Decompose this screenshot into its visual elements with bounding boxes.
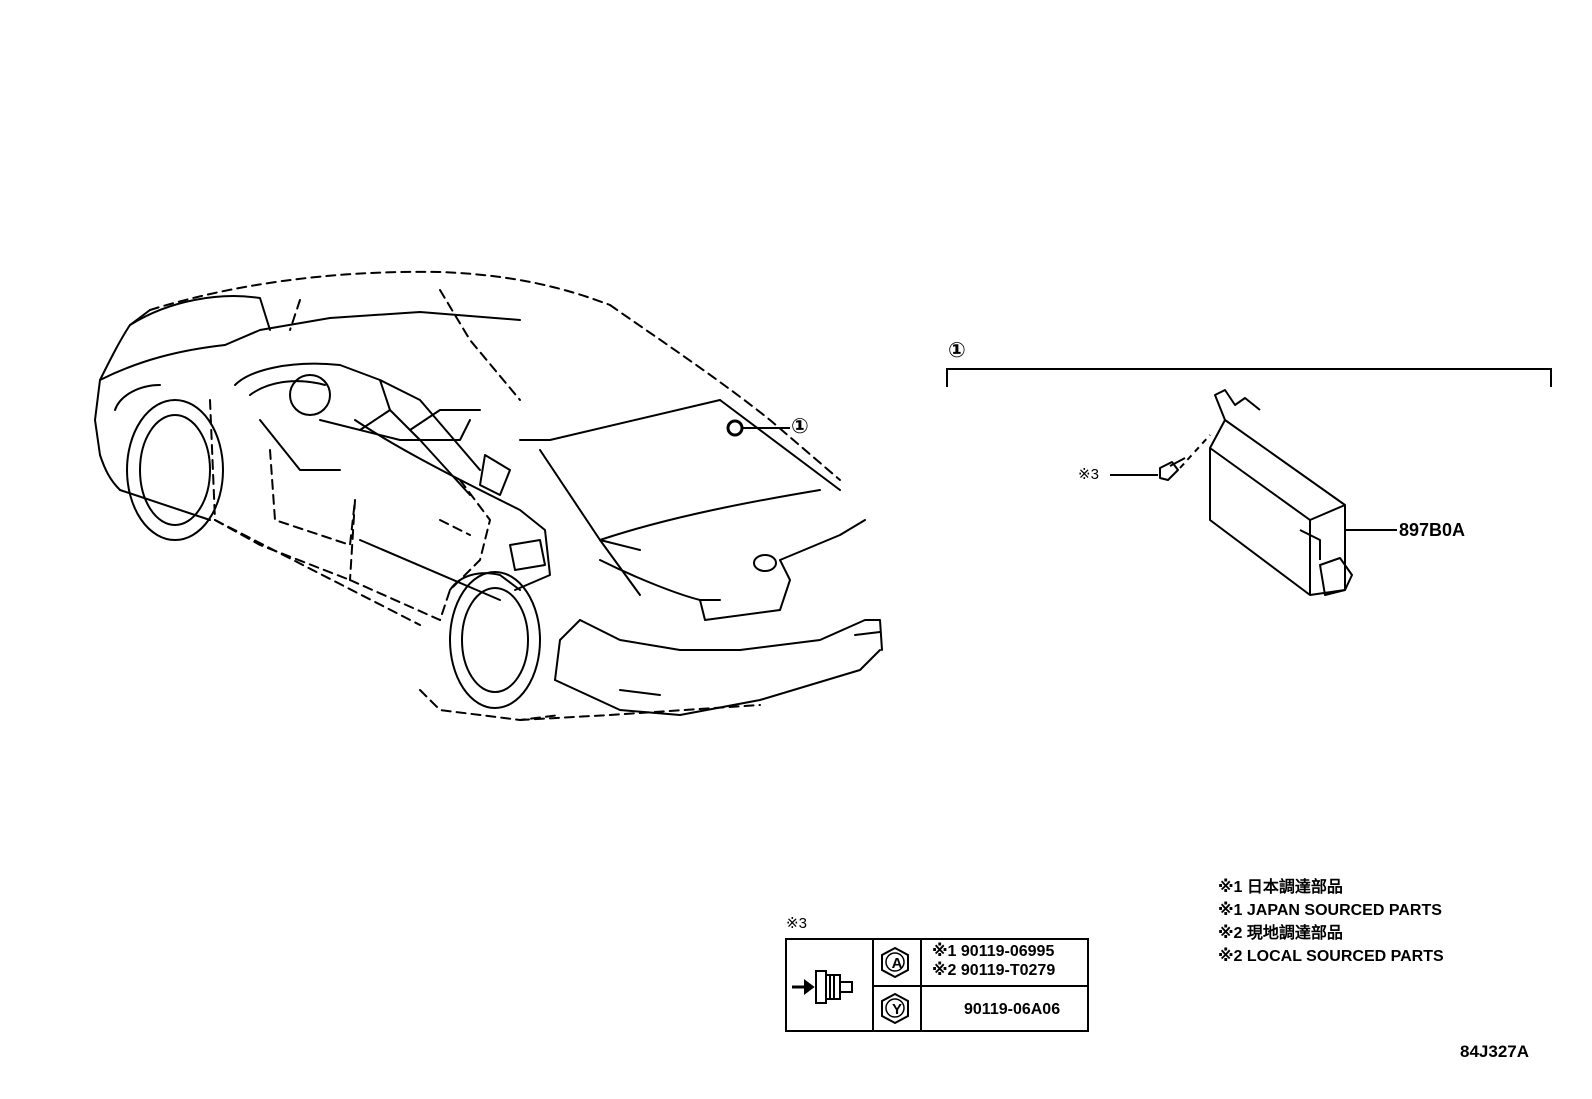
- legend-line-3: ※2 現地調達部品: [1218, 925, 1343, 942]
- control-module-drawing: [1159, 389, 1353, 596]
- row-a-line1: ※1 90119-06995: [932, 944, 1054, 960]
- row-a-line2-mark: ※2: [932, 962, 957, 979]
- legend-line-2: ※1 JAPAN SOURCED PARTS: [1218, 902, 1442, 919]
- hex-letter-y: Y: [891, 1001, 902, 1018]
- legend-line-4: ※2 LOCAL SOURCED PARTS: [1218, 948, 1444, 965]
- fastener-table: A Y ※1 90119-06995 ※2 90119-T0279 90119-…: [785, 938, 1089, 1032]
- module-part-number: 897B0A: [1399, 520, 1466, 540]
- hex-icon-a: [881, 946, 909, 979]
- row-y-part: 90119-06A06: [964, 1001, 1061, 1018]
- row-a-line1-part: 90119-06995: [960, 943, 1055, 960]
- callout-car-1: ①: [791, 415, 809, 438]
- hex-icon-y: [881, 992, 909, 1025]
- row-a-line2: ※2 90119-T0279: [932, 963, 1055, 979]
- screw-reference-label: ※3: [1078, 466, 1099, 483]
- legend-line-1: ※1 日本調達部品: [1218, 879, 1343, 896]
- leader-lines: [726, 368, 1552, 531]
- vehicle-illustration: [94, 270, 883, 721]
- diagram-code: 84J327A: [1460, 1042, 1530, 1061]
- table-bolt-icon: [792, 970, 853, 1004]
- hex-symbols: [881, 946, 909, 1025]
- row-a-line2-part: 90119-T0279: [960, 962, 1056, 979]
- hex-letter-a: A: [891, 955, 903, 972]
- table-reference-label: ※3: [786, 915, 807, 932]
- row-a-line1-mark: ※1: [932, 943, 957, 960]
- callout-group-1: ①: [948, 339, 966, 362]
